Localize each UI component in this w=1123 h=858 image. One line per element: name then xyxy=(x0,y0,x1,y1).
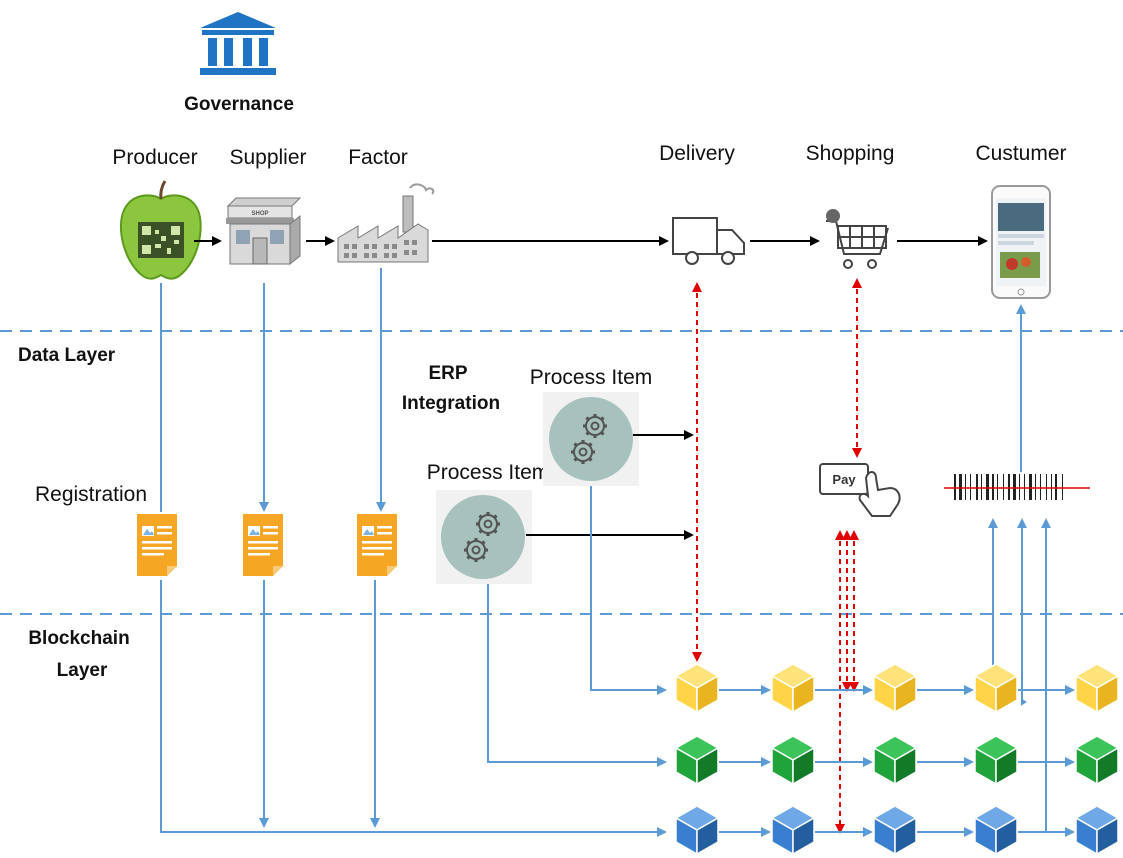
cube-icon-yellow-2 xyxy=(770,663,816,714)
stage-label-supplier: Supplier xyxy=(229,146,306,169)
erp-label-line2: Integration xyxy=(402,393,500,414)
gears-icon-upper xyxy=(543,392,639,486)
cube-icon-blue-2 xyxy=(770,805,816,856)
process-item-label-upper: Process Item xyxy=(530,366,653,389)
document-icon-supplier xyxy=(243,514,283,576)
cube-icon-green-5 xyxy=(1074,735,1120,786)
cube-icon-yellow-3 xyxy=(872,663,918,714)
svg-text:SHOP: SHOP xyxy=(251,211,268,217)
stage-label-shopping: Shopping xyxy=(806,142,895,165)
cube-icon-blue-4 xyxy=(973,805,1019,856)
document-icon-factor xyxy=(357,514,397,576)
governance-label: Governance xyxy=(184,94,294,115)
registration-label: Registration xyxy=(35,483,147,506)
stage-label-producer: Producer xyxy=(112,146,197,169)
svg-text:Pay: Pay xyxy=(832,472,856,487)
stage-label-delivery: Delivery xyxy=(659,142,735,165)
cube-icon-yellow-1 xyxy=(674,663,720,714)
pay-hand-icon: Pay xyxy=(819,463,901,517)
blockchain-layer-label-line1: Blockchain xyxy=(28,628,129,649)
stage-label-factor: Factor xyxy=(348,146,408,169)
shop-building-icon: SHOP xyxy=(226,197,302,266)
apple-qr-icon xyxy=(119,180,202,280)
cube-icon-green-2 xyxy=(770,735,816,786)
blockchain-layer-label-line2: Layer xyxy=(57,660,108,681)
data-layer-label: Data Layer xyxy=(18,345,116,366)
smartphone-icon xyxy=(991,185,1051,299)
document-icon-producer xyxy=(137,514,177,576)
cube-icon-blue-5 xyxy=(1074,805,1120,856)
cube-icon-blue-3 xyxy=(872,805,918,856)
erp-label-line1: ERP xyxy=(428,363,467,384)
process-item-label-lower: Process Item xyxy=(427,461,550,484)
factory-icon xyxy=(337,183,435,263)
governance-icon xyxy=(200,12,276,75)
barcode-icon xyxy=(944,472,1090,502)
connector-producer-chain xyxy=(160,580,667,837)
connector-process-lower-chain xyxy=(487,584,667,767)
cube-icon-yellow-4 xyxy=(973,663,1019,714)
cube-icon-blue-1 xyxy=(674,805,720,856)
cube-icon-yellow-5 xyxy=(1074,663,1120,714)
cube-icon-green-1 xyxy=(674,735,720,786)
stage-label-customer: Custumer xyxy=(975,142,1066,165)
connector-chain-green-barcode xyxy=(1017,518,1027,706)
connector-process-upper-chain xyxy=(590,486,667,695)
gears-icon-lower xyxy=(436,490,532,584)
cube-icon-green-3 xyxy=(872,735,918,786)
truck-icon xyxy=(672,217,745,265)
shopping-cart-icon xyxy=(826,209,889,269)
cube-icon-green-4 xyxy=(973,735,1019,786)
